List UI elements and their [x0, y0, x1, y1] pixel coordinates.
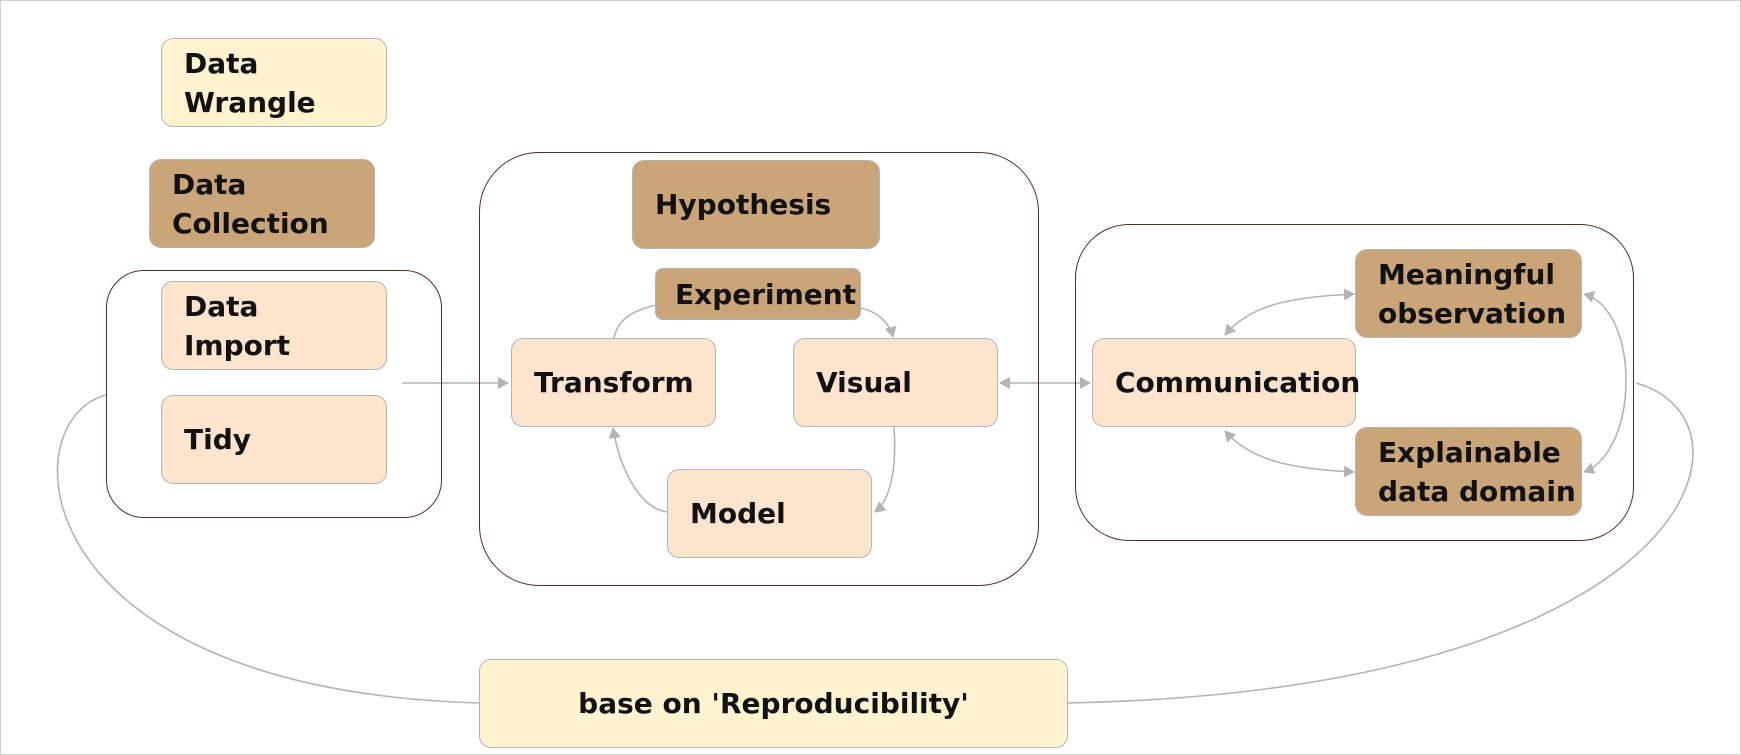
reproducibility-loop-right	[1067, 382, 1694, 704]
arrow-communication-explainable	[1224, 430, 1355, 478]
reproducibility-loop-left	[56, 394, 481, 704]
node-transform: Transform	[511, 338, 716, 427]
arrow-transform-to-experiment	[613, 304, 657, 339]
node-data-import: Data Import	[161, 281, 387, 370]
arrow-model-to-transform	[608, 427, 668, 513]
node-reproducibility: base on 'Reproducibility'	[479, 659, 1068, 748]
arrow-visual-to-model	[874, 426, 896, 513]
arrow-experiment-to-visual	[859, 307, 897, 338]
arrow-meaningful-explainable	[1583, 291, 1627, 474]
node-communication: Communication	[1092, 338, 1360, 427]
node-meaningful-observation: Meaningful observation	[1355, 249, 1582, 338]
node-explainable-data-domain: Explainable data domain	[1355, 427, 1582, 516]
arrow-communication-meaningful	[1224, 288, 1355, 336]
node-tidy: Tidy	[161, 395, 387, 484]
node-data-wrangle: Data Wrangle	[161, 38, 387, 127]
node-visual: Visual	[793, 338, 998, 427]
group-communication	[1075, 224, 1634, 541]
group-analysis-cycle	[479, 152, 1039, 586]
group-import-tidy	[106, 270, 442, 518]
node-model: Model	[667, 469, 872, 558]
node-data-collection: Data Collection	[149, 159, 375, 248]
node-experiment: Experiment	[655, 268, 861, 320]
node-hypothesis: Hypothesis	[632, 160, 880, 249]
